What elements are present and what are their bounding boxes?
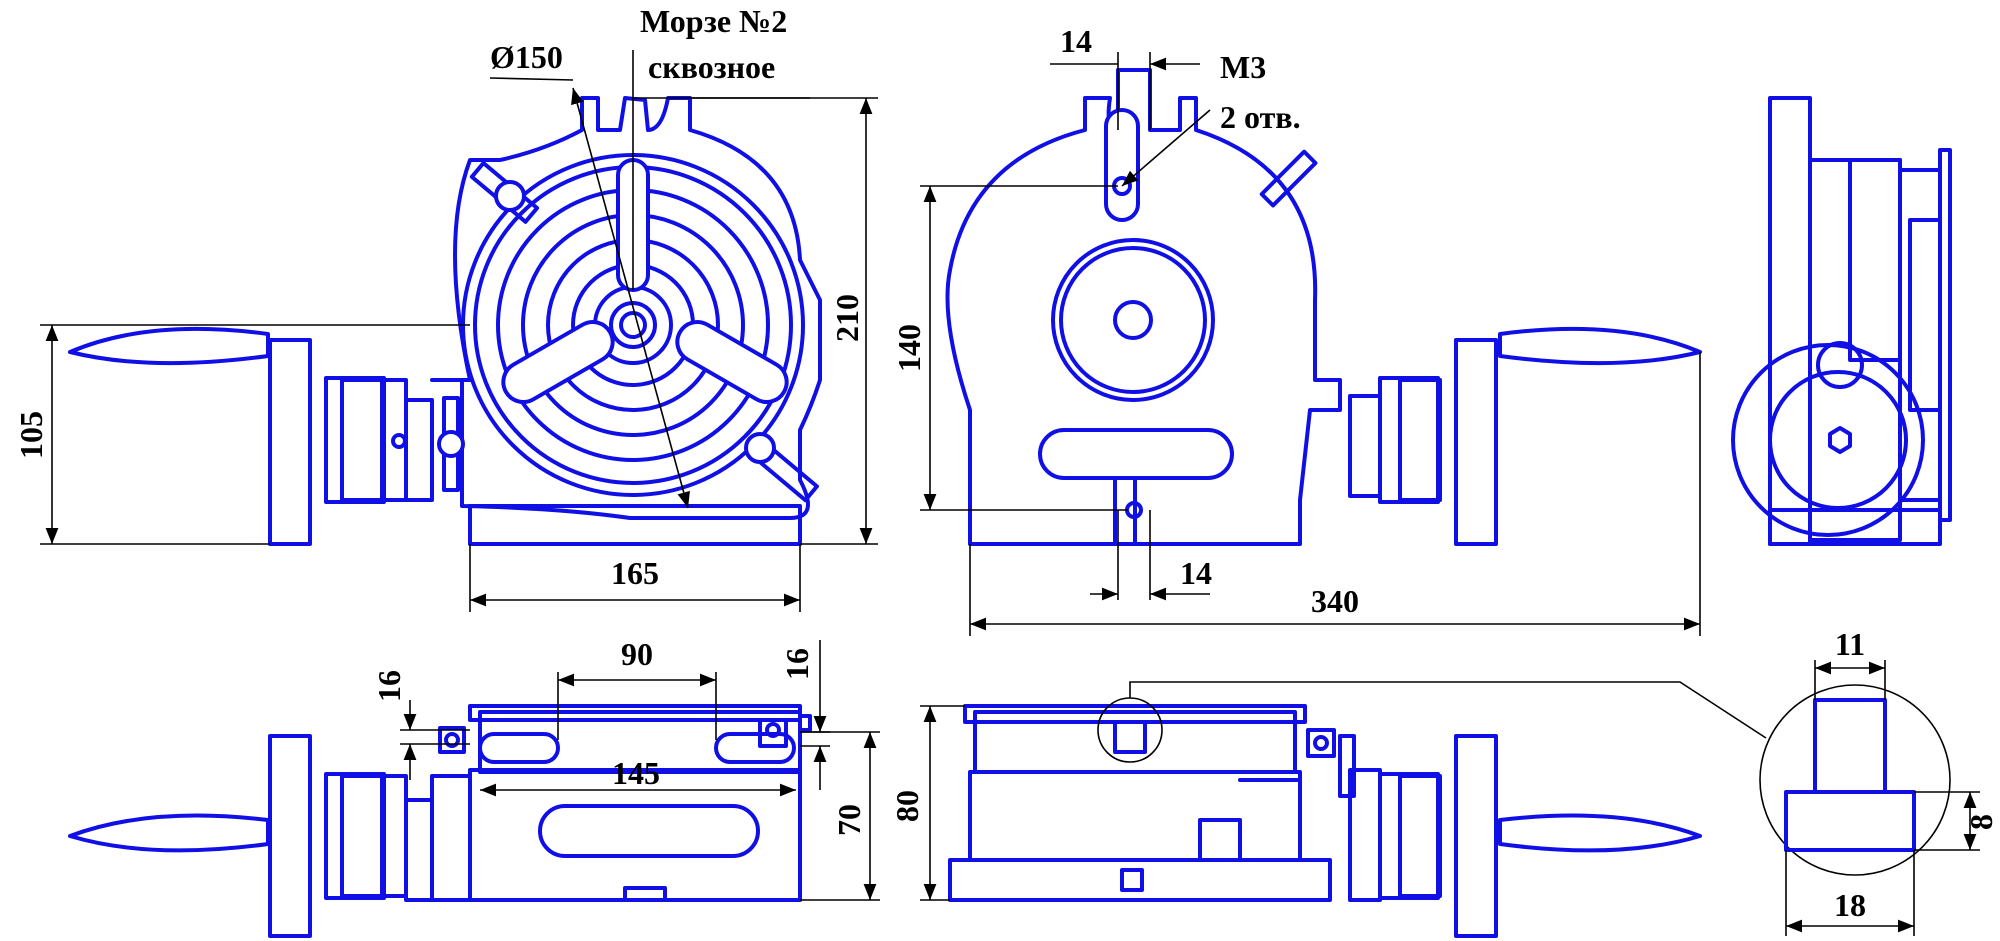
dim-145: 145 [612, 755, 660, 791]
dim-8: 8 [1963, 814, 1999, 830]
dim-340: 340 [1311, 583, 1359, 619]
dim-11: 11 [1835, 626, 1865, 662]
dim-14-top: 14 [1060, 23, 1092, 59]
top-view [68, 704, 812, 938]
side-top-view [948, 681, 1767, 938]
front-view [68, 96, 822, 546]
detail-view: 11 8 18 [1759, 626, 1999, 936]
dim-70: 70 [831, 804, 867, 836]
top-handle [68, 813, 270, 853]
dim-diameter-150: Ø150 [490, 39, 563, 75]
dim-105: 105 [13, 411, 49, 459]
front-body [430, 96, 822, 520]
dim-210: 210 [829, 294, 865, 342]
dim-18: 18 [1834, 887, 1866, 923]
side-view [945, 68, 1702, 546]
end-view [1731, 96, 1952, 546]
dim-140: 140 [891, 324, 927, 372]
dim-90: 90 [621, 636, 653, 672]
top-dimensions: 90 145 16 16 70 [371, 636, 880, 901]
front-dimensions: 105 210 165 Ø150 Морзе №2 сквозное [13, 3, 878, 612]
label-holes: 2 отв. [1220, 99, 1301, 135]
dim-80: 80 [889, 790, 925, 822]
side-handle [1498, 326, 1702, 366]
label-morse: Морзе №2 [640, 3, 787, 39]
dim-165: 165 [611, 555, 659, 591]
dim-16-left: 16 [371, 670, 407, 702]
label-through: сквозное [648, 49, 775, 85]
label-thread-m3: М3 [1220, 49, 1266, 85]
side-top-dimensions: 80 [889, 705, 965, 901]
side-dimensions: 14 М3 2 отв. 140 14 340 [891, 23, 1701, 636]
front-handle [68, 326, 270, 366]
side-top-handle [1498, 813, 1702, 853]
dim-16-right: 16 [779, 648, 815, 680]
dim-14-bottom: 14 [1180, 555, 1212, 591]
side-disc-outer [1051, 238, 1215, 402]
